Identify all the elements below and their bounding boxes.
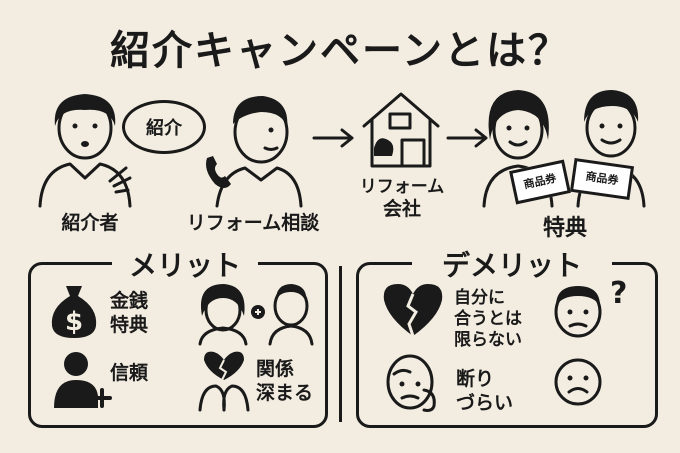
demerit-item-1-line1: 自分に xyxy=(454,288,505,308)
benefit-label: 特典 xyxy=(542,216,587,241)
merit-item-4-line1: 関係 xyxy=(256,358,295,380)
speech-text: 紹介 xyxy=(146,118,182,139)
confused-face-icon xyxy=(554,286,602,338)
coupon-text: 商品券 xyxy=(584,169,620,188)
merit-item-4-line2: 深まる xyxy=(256,382,314,404)
section-divider xyxy=(339,266,342,422)
merit-item-3-line1: 信頼 xyxy=(110,362,149,384)
merit-item-1-line2: 特典 xyxy=(110,314,149,336)
coupon-text: 商品券 xyxy=(522,171,558,192)
demerits-title: デメリット xyxy=(412,244,612,284)
person-plus-icon xyxy=(54,352,112,408)
demerit-item-2-line1: 断り xyxy=(456,368,495,390)
consultation-label: リフォーム相談 xyxy=(186,212,320,234)
house-icon xyxy=(362,92,440,168)
heart-people-icon xyxy=(198,351,250,412)
broken-heart-icon xyxy=(383,284,443,337)
introduce-speech-bubble: 紹介 xyxy=(122,100,206,154)
arrow-right-icon xyxy=(312,128,354,148)
demerit-item-1-line3: 限らない xyxy=(454,330,522,350)
arrow-right-icon xyxy=(446,128,488,148)
question-mark: ? xyxy=(610,276,628,311)
introducer-person-icon xyxy=(38,94,132,208)
merits-title: メリット xyxy=(112,244,258,284)
demerit-item-2-line2: づらい xyxy=(456,392,514,414)
page-title: 紹介キャンペーンとは？ xyxy=(110,28,570,74)
introducer-label: 紹介者 xyxy=(61,212,119,234)
money-bag-icon: $ xyxy=(51,286,97,338)
svg-text:$: $ xyxy=(65,307,83,337)
two-people-plus-icon xyxy=(198,284,314,346)
worried-face-icon xyxy=(386,354,436,412)
phone-person-icon xyxy=(206,96,303,208)
demerit-item-1-line2: 合うとは xyxy=(454,309,522,329)
company-label-line2: 会社 xyxy=(382,198,421,220)
merit-item-1-line1: 金銭 xyxy=(110,290,149,312)
sad-face-icon xyxy=(554,358,602,406)
company-label-line1: リフォーム xyxy=(359,177,445,197)
